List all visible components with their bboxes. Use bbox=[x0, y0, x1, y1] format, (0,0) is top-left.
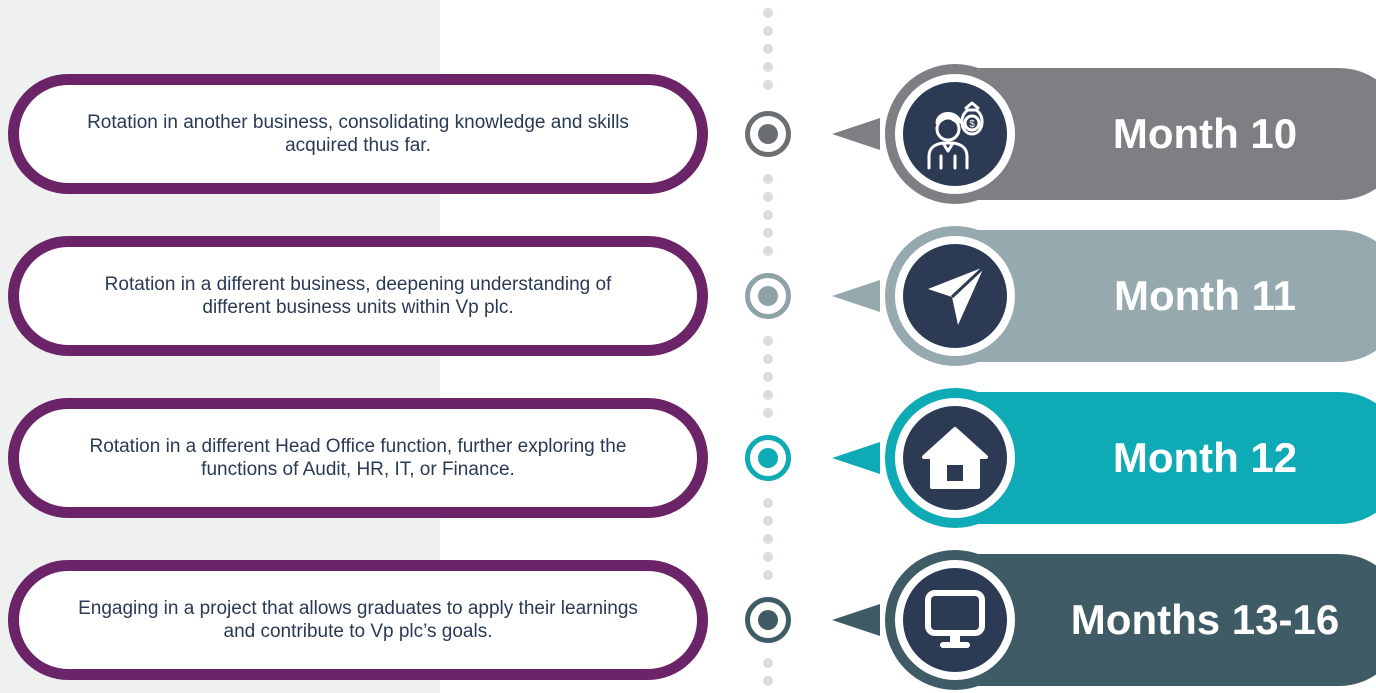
timeline-dot bbox=[763, 228, 773, 238]
svg-text:$: $ bbox=[969, 119, 975, 130]
stage-description: Rotation in a different Head Office func… bbox=[89, 436, 627, 480]
stage-pill: $ Month 10 bbox=[885, 64, 1376, 204]
timeline-dot bbox=[763, 174, 773, 184]
timeline-dot bbox=[763, 516, 773, 526]
stage-description-box: Rotation in another business, consolidat… bbox=[8, 74, 708, 194]
timeline-dot bbox=[763, 552, 773, 562]
timeline-dot bbox=[763, 390, 773, 400]
timeline-dot bbox=[763, 8, 773, 18]
stage-description-box: Rotation in a different Head Office func… bbox=[8, 398, 708, 518]
timeline-dot bbox=[763, 372, 773, 382]
stage-label: Month 10 bbox=[1112, 110, 1298, 157]
timeline-dot bbox=[763, 26, 773, 36]
timeline-dot bbox=[763, 408, 773, 418]
timeline-dot bbox=[763, 246, 773, 256]
stage-pill: Months 13-16 bbox=[885, 550, 1376, 690]
timeline-dot bbox=[763, 80, 773, 90]
timeline-node bbox=[745, 273, 791, 319]
stage-label: Month 12 bbox=[1112, 434, 1298, 481]
timeline-dot bbox=[763, 676, 773, 686]
home-icon bbox=[903, 406, 1007, 510]
timeline-dot bbox=[763, 498, 773, 508]
timeline-dot bbox=[763, 354, 773, 364]
stage-label: Months 13-16 bbox=[1070, 596, 1340, 643]
timeline-node bbox=[745, 111, 791, 157]
timeline-dot bbox=[763, 44, 773, 54]
paper-plane-icon bbox=[903, 244, 1007, 348]
timeline-dot bbox=[763, 534, 773, 544]
stage-description-box: Engaging in a project that allows gradua… bbox=[8, 560, 708, 680]
stage-pill: Month 11 bbox=[885, 226, 1376, 366]
timeline-dot bbox=[763, 210, 773, 220]
stage-label: Month 11 bbox=[1113, 272, 1296, 319]
pointer-arrow bbox=[832, 280, 880, 312]
monitor-icon bbox=[903, 568, 1007, 672]
stage-description: Engaging in a project that allows gradua… bbox=[78, 598, 638, 642]
timeline-node bbox=[745, 435, 791, 481]
pointer-arrow bbox=[832, 604, 880, 636]
person-money-bag-icon: $ bbox=[903, 82, 1007, 186]
timeline-node bbox=[745, 597, 791, 643]
stage-description-box: Rotation in a different business, deepen… bbox=[8, 236, 708, 356]
timeline-dot bbox=[763, 658, 773, 668]
timeline-dot bbox=[763, 570, 773, 580]
timeline-dot bbox=[763, 336, 773, 346]
stage-description: Rotation in another business, consolidat… bbox=[87, 112, 629, 156]
stage-description: Rotation in a different business, deepen… bbox=[104, 274, 612, 318]
stage-pill: Month 12 bbox=[885, 388, 1376, 528]
pointer-arrow bbox=[832, 442, 880, 474]
timeline-dot bbox=[763, 62, 773, 72]
pointer-arrow bbox=[832, 118, 880, 150]
timeline-dot bbox=[763, 192, 773, 202]
